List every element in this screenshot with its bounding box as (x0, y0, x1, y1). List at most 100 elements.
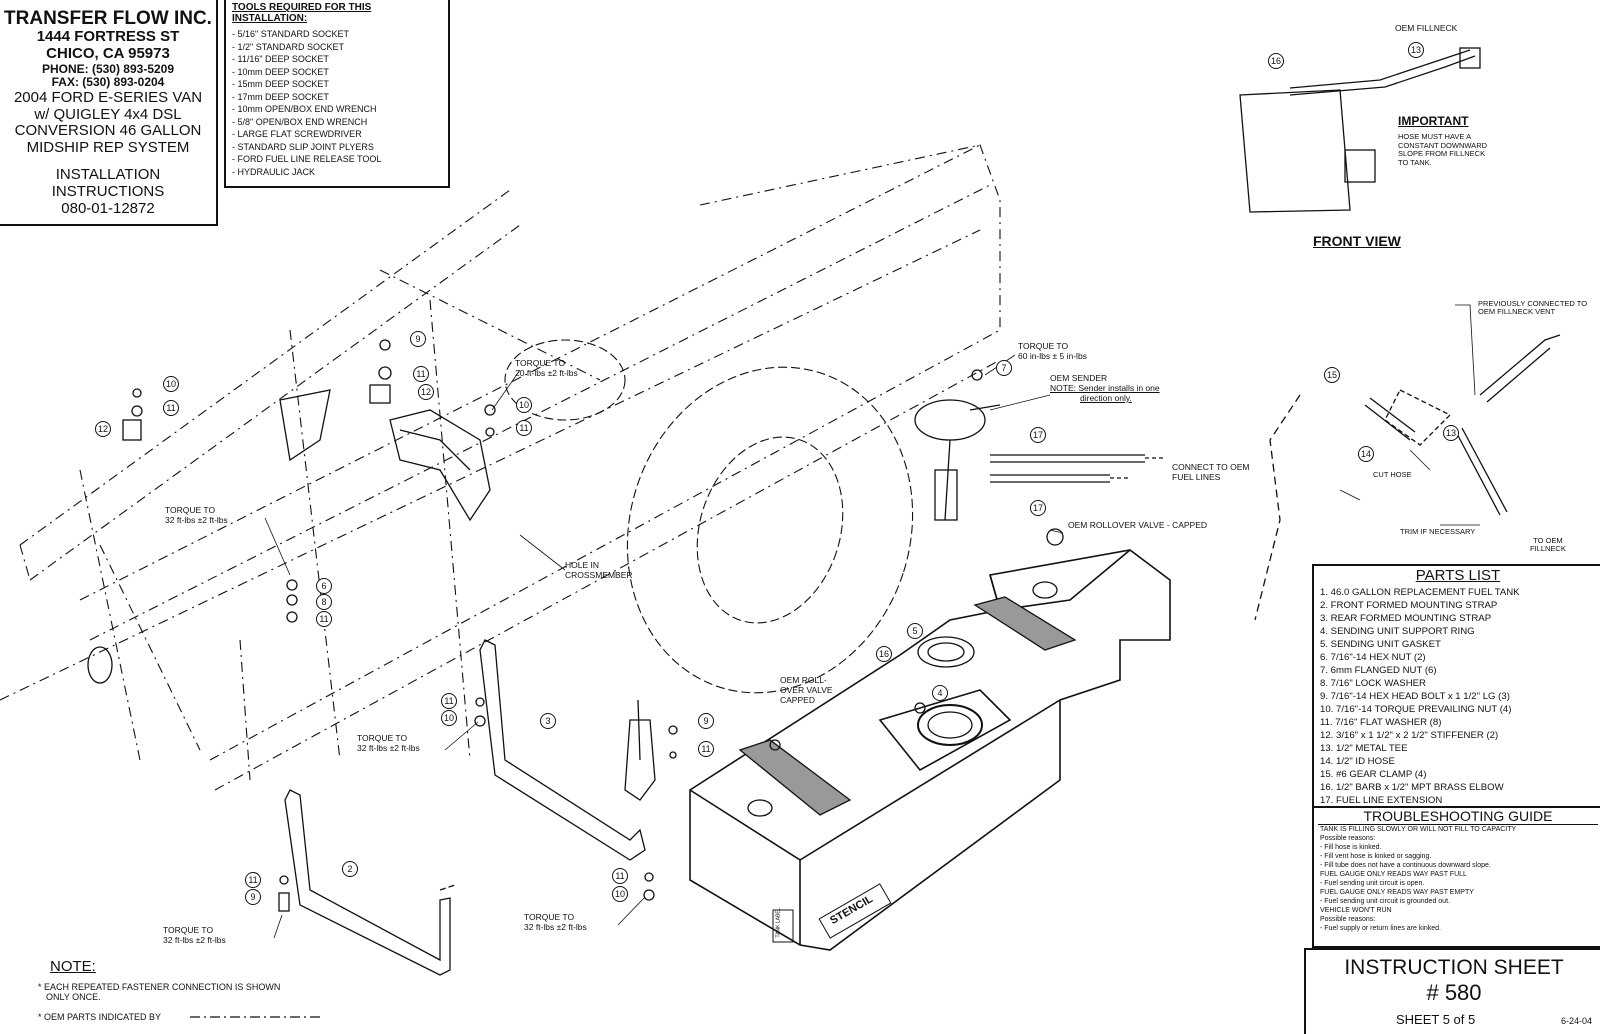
sending-unit-gasket (917, 636, 975, 668)
oem-fillneck-label: OEM FILLNECK (1395, 23, 1458, 33)
item-bubble: 12 (418, 384, 434, 400)
part-item: 16. 1/2" BARB x 1/2" MPT BRASS ELBOW (1320, 782, 1504, 793)
sheet-page: SHEET 5 of 5 (1396, 1012, 1476, 1027)
part-item: 2. FRONT FORMED MOUNTING STRAP (1320, 600, 1498, 611)
sending-unit-ring (917, 704, 983, 746)
item-bubble: 11 (698, 741, 714, 757)
label-line: OVER VALVE (780, 685, 833, 695)
part-item: 13. 1/2" METAL TEE (1320, 743, 1408, 754)
item-bubble: 8 (316, 594, 332, 610)
torque-label-bottom-left: TORQUE TO 32 ft-lbs ±2 ft-lbs (163, 925, 226, 945)
parts-list-title: PARTS LIST (1415, 567, 1501, 584)
sheet-number: # 580 (1426, 980, 1482, 1005)
item-bubble: 11 (413, 366, 429, 382)
company-city: CHICO, CA 95973 (46, 45, 170, 63)
item-bubble: 13 (1408, 42, 1424, 58)
company-fax: FAX: (530) 893-0204 (51, 75, 165, 90)
torque-sender-label: TORQUE TO 60 in-lbs ± 5 in-lbs (1018, 341, 1087, 361)
part-item: 12. 3/16" x 1 1/2" x 2 1/2" STIFFENER (2… (1320, 730, 1499, 741)
company-phone: PHONE: (530) 893-5209 (41, 61, 175, 76)
front-view-inset (1239, 47, 1481, 213)
item-bubble: 11 (163, 400, 179, 416)
hole-in-crossmember-label: HOLE IN CROSSMEMBER (565, 560, 633, 580)
label-line: CONNECT TO OEM (1172, 462, 1250, 472)
front-view-title: FRONT VIEW (1313, 233, 1401, 249)
part-item: 14. 1/2" ID HOSE (1320, 756, 1395, 767)
oem-rollover-valve-label: OEM ROLL- OVER VALVE CAPPED (780, 675, 833, 705)
part-item: 4. SENDING UNIT SUPPORT RING (1320, 626, 1475, 637)
note-title: NOTE: (50, 958, 96, 975)
tool-item: - 17mm DEEP SOCKET (232, 91, 329, 102)
tool-item: - 11/16" DEEP SOCKET (232, 54, 329, 64)
part-item: 9. 7/16"-14 HEX HEAD BOLT x 1 1/2" LG (3… (1320, 691, 1510, 702)
important-line: TO TANK. (1398, 157, 1432, 167)
frame-rail-dashed (0, 144, 1001, 791)
item-bubble: 11 (316, 611, 332, 627)
sheet-title: INSTRUCTION SHEET (1344, 956, 1564, 979)
parts-list-box: PARTS LIST 1. 46.0 GALLON REPLACEMENT FU… (1312, 564, 1600, 812)
label-line: CROSSMEMBER (565, 570, 633, 580)
important-line: HOSE MUST HAVE A (1398, 132, 1472, 141)
tools-title: TOOLS REQUIRED FOR THIS INSTALLATION: (232, 2, 372, 24)
tool-item: - 5/8" OPEN/BOX END WRENCH (232, 116, 368, 127)
important-title: IMPORTANT (1398, 114, 1469, 128)
item-bubble: 6 (316, 578, 332, 594)
torque-label-top: TORQUE TO 20 ft-lbs ±2 ft-lbs (515, 358, 578, 378)
label-line: FUEL LINES (1172, 472, 1221, 482)
company-street: 1444 FORTRESS ST (36, 28, 180, 46)
trim-label: TRIM IF NECESSARY (1400, 527, 1476, 536)
tank-label: TANK LABEL (775, 907, 782, 938)
trouble-line: VEHICLE WON'T RUN (1320, 907, 1392, 914)
part-item: 15. #6 GEAR CLAMP (4) (1320, 769, 1427, 780)
tool-item: - 10mm OPEN/BOX END WRENCH (232, 104, 377, 114)
tool-item: - FORD FUEL LINE RELEASE TOOL (232, 154, 382, 164)
item-bubble: 11 (245, 872, 261, 888)
trouble-line: - Fill vent hose is kinked or sagging. (1320, 853, 1432, 860)
torque-label-bottom-right: TORQUE TO 32 ft-lbs ±2 ft-lbs (524, 912, 587, 932)
item-bubble: 11 (516, 420, 532, 436)
label-line: 32 ft-lbs ±2 ft-lbs (524, 922, 587, 932)
item-bubble: 10 (441, 710, 457, 726)
label-line: TORQUE TO (1018, 341, 1069, 351)
label-line: TORQUE TO (515, 358, 566, 368)
label-line: PREVIOUSLY CONNECTED TO (1478, 299, 1588, 308)
oem-sender (914, 399, 1001, 521)
front-mounting-strap (284, 789, 451, 976)
company-name: TRANSFER FLOW INC. (4, 8, 212, 29)
important-line: CONSTANT DOWNWARD (1398, 140, 1488, 150)
vehicle-line-2: w/ QUIGLEY 4x4 DSL (34, 105, 182, 123)
item-bubble: 7 (996, 360, 1012, 376)
trouble-line: FUEL GAUGE ONLY READS WAY PAST FULL (1320, 871, 1467, 878)
trouble-line: - Fuel sending unit circuit is grounded … (1320, 898, 1450, 905)
label-line: 20 ft-lbs ±2 ft-lbs (515, 368, 578, 378)
crossmember-hanger (389, 409, 491, 522)
part-item: 8. 7/16" LOCK WASHER (1320, 678, 1426, 689)
cut-hose-label: CUT HOSE (1373, 470, 1412, 479)
tools-required-box: TOOLS REQUIRED FOR THIS INSTALLATION: - … (224, 0, 450, 188)
tool-item: - STANDARD SLIP JOINT PLYERS (232, 141, 374, 152)
trouble-line: Possible reasons: (1320, 835, 1376, 842)
torque-label-mid: TORQUE TO 32 ft-lbs ±2 ft-lbs (357, 733, 420, 753)
item-bubble: 13 (1443, 425, 1459, 441)
part-item: 7. 6mm FLANGED NUT (6) (1320, 665, 1437, 676)
tools-list: - 5/16" STANDARD SOCKET - 1/2" STANDARD … (232, 28, 448, 178)
vehicle-line-1: 2004 FORD E-SERIES VAN (13, 88, 203, 106)
item-bubble: 2 (342, 861, 358, 877)
part-item: 17. FUEL LINE EXTENSION (1320, 795, 1443, 806)
label-line: 32 ft-lbs ±2 ft-lbs (163, 935, 226, 945)
fastener-marks (122, 339, 1064, 912)
connect-oem-fuel-lines-label: CONNECT TO OEM FUEL LINES (1172, 462, 1249, 482)
note-text: ONLY ONCE. (46, 992, 101, 1002)
label-line: OEM FILLNECK VENT (1478, 307, 1556, 316)
troubleshooting-title: TROUBLESHOOTING GUIDE (1318, 808, 1598, 825)
vent-hose-assembly (1254, 334, 1561, 621)
item-bubble: 11 (441, 693, 457, 709)
note-text: * EACH REPEATED FASTENER CONNECTION IS S… (38, 982, 281, 992)
fuel-tank-outline (689, 549, 1171, 951)
label-line: TORQUE TO (165, 505, 216, 515)
trouble-line: Possible reasons: (1320, 916, 1376, 923)
company-title-block: TRANSFER FLOW INC. 1444 FORTRESS ST CHIC… (0, 0, 218, 226)
item-bubble: 5 (907, 623, 923, 639)
trouble-line: - Fill tube does not have a continuous d… (1320, 862, 1491, 869)
